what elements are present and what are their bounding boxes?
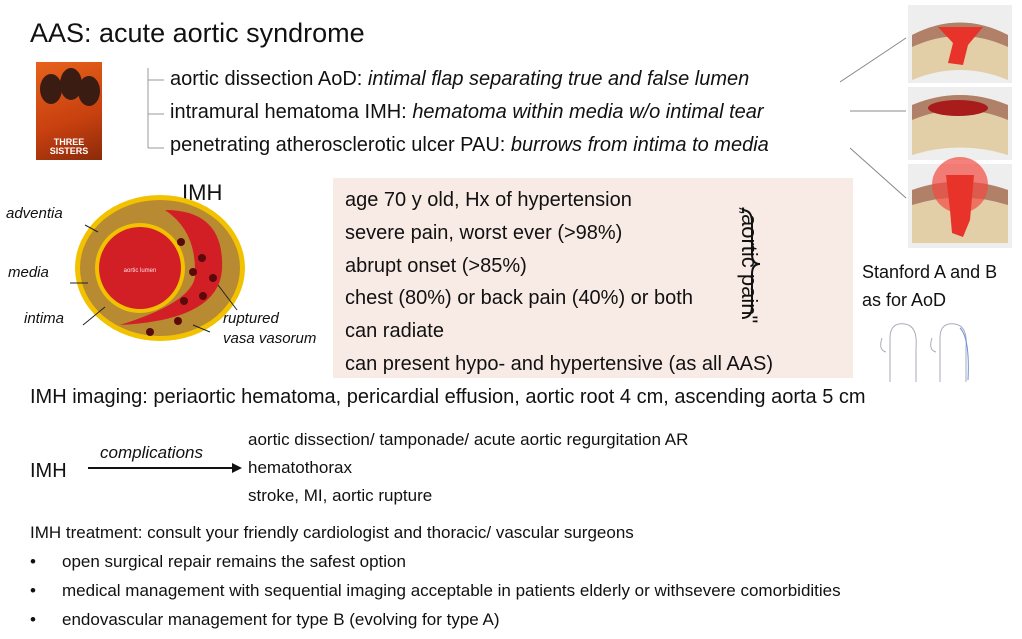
clinical-item: severe pain, worst ever (>98%) — [345, 222, 623, 244]
imaging-line: IMH imaging: periaortic hematoma, perica… — [30, 386, 866, 408]
complication-item: hematothorax — [248, 458, 352, 477]
clinical-item: chest (80%) or back pain (40%) or both — [345, 287, 693, 309]
bullet-icon: • — [30, 610, 36, 629]
album-text: THREE SISTERS — [49, 137, 89, 156]
aortic-pain-label: „aortic pain" — [737, 206, 762, 324]
type-aod: aortic dissection AoD: intimal flap sepa… — [170, 68, 750, 90]
bullet-icon: • — [30, 552, 36, 571]
bullet-icon: • — [30, 581, 36, 600]
imh-cross-section-diagram: aortic lumen — [70, 195, 245, 341]
stanford-line-1: Stanford A and B — [862, 262, 998, 282]
clinical-features-box — [333, 178, 853, 378]
label-intima: intima — [24, 310, 65, 327]
complications-source: IMH — [30, 460, 67, 482]
type-imh: intramural hematoma IMH: hematoma within… — [170, 101, 764, 123]
label-ruptured: ruptured — [223, 310, 279, 327]
treatment-heading: IMH treatment: consult your friendly car… — [30, 523, 634, 542]
clinical-item: abrupt onset (>85%) — [345, 255, 527, 277]
arrow-label: complications — [100, 443, 203, 462]
label-vasa-vasorum: vasa vasorum — [223, 330, 317, 347]
pathology-illustrations — [908, 5, 1012, 248]
label-adventia: adventia — [6, 205, 63, 222]
album-cover-image: THREE SISTERS — [36, 62, 102, 160]
connector-lines — [840, 37, 907, 199]
type-pau: penetrating atherosclerotic ulcer PAU: b… — [170, 134, 769, 156]
tree-bracket — [147, 68, 164, 149]
clinical-item: can present hypo- and hypertensive (as a… — [345, 353, 774, 375]
slide-title: AAS: acute aortic syndrome — [30, 18, 365, 48]
right-brace — [741, 209, 761, 319]
clinical-item: age 70 y old, Hx of hypertension — [345, 189, 632, 211]
treatment-bullet: open surgical repair remains the safest … — [62, 552, 406, 571]
arrow-icon — [88, 463, 242, 473]
clinical-item: can radiate — [345, 320, 444, 342]
stanford-line-2: as for AoD — [862, 290, 947, 310]
lumen-label: aortic lumen — [124, 268, 157, 274]
label-media: media — [8, 264, 49, 281]
treatment-bullet: endovascular management for type B (evol… — [62, 610, 500, 629]
complication-item: stroke, MI, aortic rupture — [248, 486, 433, 505]
aorta-sketches — [880, 323, 969, 382]
complication-item: aortic dissection/ tamponade/ acute aort… — [248, 430, 689, 449]
treatment-bullet: medical management with sequential imagi… — [62, 581, 841, 600]
